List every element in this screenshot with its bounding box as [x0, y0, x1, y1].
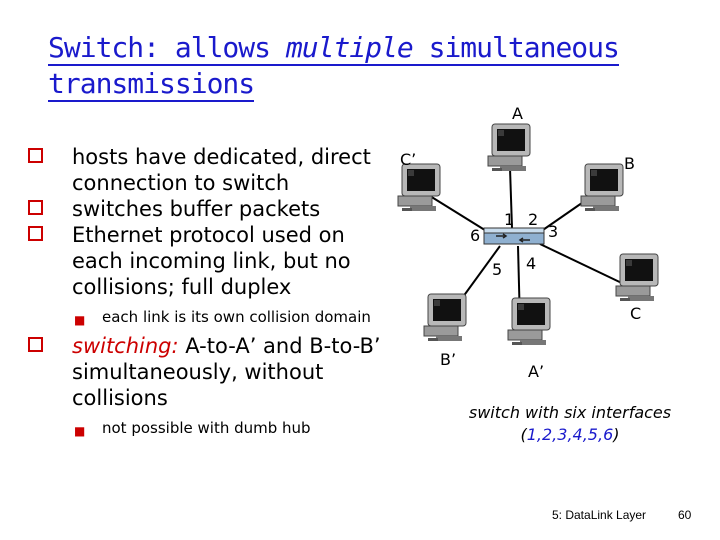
- small-square-icon: ■: [74, 424, 86, 438]
- host-A-prime-computer-icon: [507, 297, 551, 346]
- square-bullet-icon: [28, 226, 43, 241]
- port-label-4: 4: [526, 254, 537, 273]
- bullet-list: hosts have dedicated, direct connection …: [22, 144, 392, 444]
- host-B-prime-computer-icon: [423, 293, 467, 342]
- host-label-A-prime: A’: [528, 362, 545, 381]
- host-C-computer-icon: [615, 253, 659, 302]
- title-line2: transmissions: [48, 67, 255, 102]
- host-label-B-prime: B’: [440, 350, 457, 369]
- link-C: [539, 243, 629, 287]
- sub-bullet-item: ■not possible with dumb hub: [22, 419, 392, 438]
- link-C-prime: [429, 195, 489, 233]
- port-label-6: 6: [470, 226, 481, 245]
- bullet-item: switching: A-to-A’ and B-to-B’ simultane…: [22, 333, 392, 411]
- square-bullet-icon: [28, 148, 43, 163]
- host-B-computer-icon: [580, 163, 624, 212]
- page-number: 60: [678, 508, 692, 522]
- link-A: [509, 167, 513, 229]
- diagram-caption: switch with six interfaces (1,2,3,4,5,6): [468, 403, 672, 444]
- host-A-computer-icon: [487, 123, 531, 172]
- switch-icon: [483, 227, 545, 245]
- footer-course: 5: DataLink Layer: [552, 508, 647, 522]
- bullet-item: switches buffer packets: [22, 196, 392, 222]
- title-underlined: Switch: allows multiple simultaneous: [48, 31, 620, 66]
- port-label-5: 5: [492, 260, 503, 279]
- sub-bullet-item: ■each link is its own collision domain: [22, 308, 392, 327]
- host-label-B: B: [624, 154, 635, 173]
- port-label-1: 1: [504, 210, 515, 229]
- host-C-prime-computer-icon: [397, 163, 441, 212]
- square-bullet-icon: [28, 200, 43, 215]
- small-square-icon: ■: [74, 313, 86, 327]
- host-label-A: A: [512, 104, 523, 123]
- port-label-2: 2: [528, 210, 539, 229]
- port-label-3: 3: [548, 222, 559, 241]
- host-label-C: C: [630, 304, 642, 323]
- square-bullet-icon: [28, 337, 43, 352]
- slide-title: Switch: allows multiple simultaneous tra…: [48, 30, 648, 102]
- host-label-C-prime: C’: [400, 150, 417, 169]
- bullet-item: Ethernet protocol used on each incoming …: [22, 222, 392, 300]
- bullet-item: hosts have dedicated, direct connection …: [22, 144, 392, 196]
